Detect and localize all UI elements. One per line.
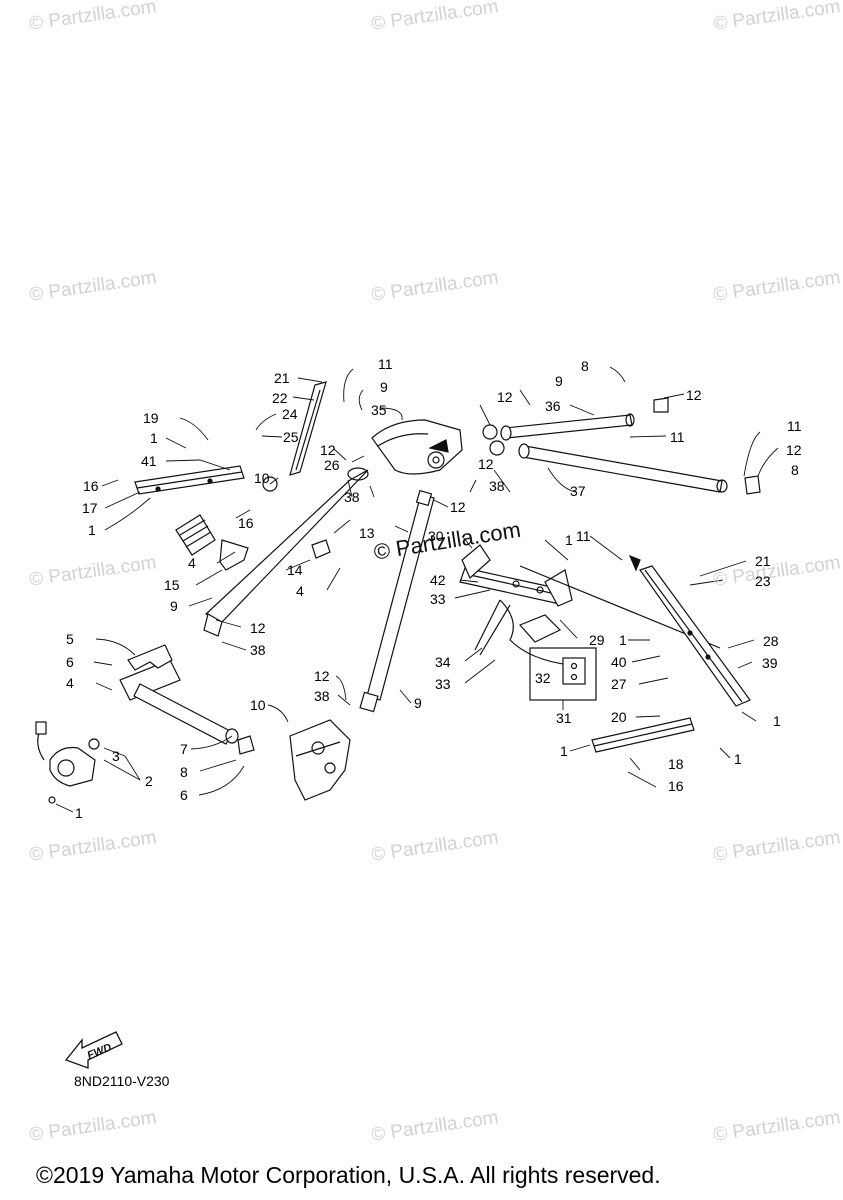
part-14 (311, 539, 331, 559)
part-callout: 16 (668, 778, 684, 794)
part-callout: 29 (589, 632, 605, 648)
tube-13 (203, 467, 369, 637)
part-callout: 38 (489, 478, 505, 494)
motor-assembly-2 (35, 721, 100, 804)
top-bracket-35 (371, 419, 463, 475)
bar-18 (591, 717, 695, 753)
part-callout: 37 (570, 483, 586, 499)
part-callout: 12 (478, 456, 494, 472)
part-callout: 17 (82, 500, 98, 516)
diagram-code: 8ND2110-V230 (74, 1073, 170, 1089)
part-callout: 9 (170, 598, 178, 614)
part-callout: 22 (272, 390, 288, 406)
part-callout: 4 (188, 555, 196, 571)
part-callout: 34 (435, 654, 451, 670)
bracket-15 (175, 514, 249, 571)
lower-crossbar-5 (119, 644, 255, 755)
part-callout: 1 (75, 805, 83, 821)
part-callout: 33 (435, 676, 451, 692)
clip-12-right (653, 397, 669, 413)
part-callout: 24 (282, 406, 298, 422)
part-callout: 6 (66, 654, 74, 670)
part-callout: 15 (164, 577, 180, 593)
strut-22 (289, 381, 327, 476)
part-callout: 41 (141, 453, 157, 469)
part-callout: 30 (428, 528, 444, 544)
part-callout: 9 (555, 373, 563, 389)
part-callout: 14 (287, 562, 303, 578)
part-callout: 10 (250, 697, 266, 713)
part-callout: 11 (670, 429, 685, 445)
part-callout: 13 (359, 525, 375, 541)
part-callout: 3 (112, 748, 120, 764)
fwd-arrow-icon: FWD (64, 1031, 123, 1069)
tube-36 (482, 413, 635, 441)
part-callout: 31 (556, 710, 572, 726)
rear-crossbar-left (134, 465, 245, 495)
part-callout: 35 (371, 402, 387, 418)
part-callout: 12 (320, 442, 336, 458)
part-callout: 40 (611, 654, 627, 670)
part-callout: 7 (180, 741, 188, 757)
part-callout: 38 (314, 688, 330, 704)
part-callout: 4 (296, 583, 304, 599)
part-callout: 18 (668, 756, 684, 772)
part-callout: 1 (150, 430, 158, 446)
tube-37 (489, 440, 761, 495)
part-callout: 28 (763, 633, 779, 649)
part-callout: 21 (274, 370, 290, 386)
copyright-notice: ©2019 Yamaha Motor Corporation, U.S.A. A… (36, 1162, 661, 1188)
part-callout: 8 (791, 462, 799, 478)
part-callout: 12 (314, 668, 330, 684)
part-callout: 1 (88, 522, 96, 538)
part-callout: 1 (565, 532, 573, 548)
part-callout: 11 (378, 356, 393, 372)
part-callout: 20 (611, 709, 627, 725)
part-callout: 2 (145, 773, 153, 789)
part-callout: 21 (755, 553, 771, 569)
part-callout: 38 (344, 489, 360, 505)
part-callout: 27 (611, 676, 627, 692)
part-callout: 1 (560, 743, 568, 759)
center-tube (359, 489, 435, 713)
part-callout: 32 (535, 670, 551, 686)
part-callout: 11 (787, 418, 802, 434)
part-callout: 26 (324, 457, 340, 473)
part-callout: 42 (430, 572, 446, 588)
part-callout: 6 (180, 787, 188, 803)
part-callout: 16 (83, 478, 99, 494)
part-callout: 4 (66, 675, 74, 691)
part-callout: 8 (180, 764, 188, 780)
part-callout: 39 (762, 655, 778, 671)
part-callout: 12 (786, 442, 802, 458)
part-callout: 12 (450, 499, 466, 515)
part-callout: 9 (414, 695, 422, 711)
part-callout: 1 (619, 632, 627, 648)
part-callout: 8 (581, 358, 589, 374)
part-callout: 1 (734, 751, 742, 767)
crossbar-30 (459, 544, 573, 607)
part-callout: 9 (380, 379, 388, 395)
part-callout: 36 (545, 398, 561, 414)
part-callout: 5 (66, 631, 74, 647)
part-callout: 10 (254, 470, 270, 486)
part-callout: 12 (250, 620, 266, 636)
part-callout: 19 (143, 410, 159, 426)
part-callout: 38 (250, 642, 266, 658)
part-callout: 16 (238, 515, 254, 531)
strut-23 (628, 554, 751, 707)
part-callout: 12 (686, 387, 702, 403)
part-callout: 12 (497, 389, 513, 405)
wire-harness-34 (474, 599, 571, 666)
part-callout: 33 (430, 591, 446, 607)
part-callout: 25 (283, 429, 299, 445)
mount-bracket (289, 719, 351, 801)
part-callout: 1 (773, 713, 781, 729)
part-callout: 11 (576, 528, 591, 544)
part-callout: 23 (755, 573, 771, 589)
